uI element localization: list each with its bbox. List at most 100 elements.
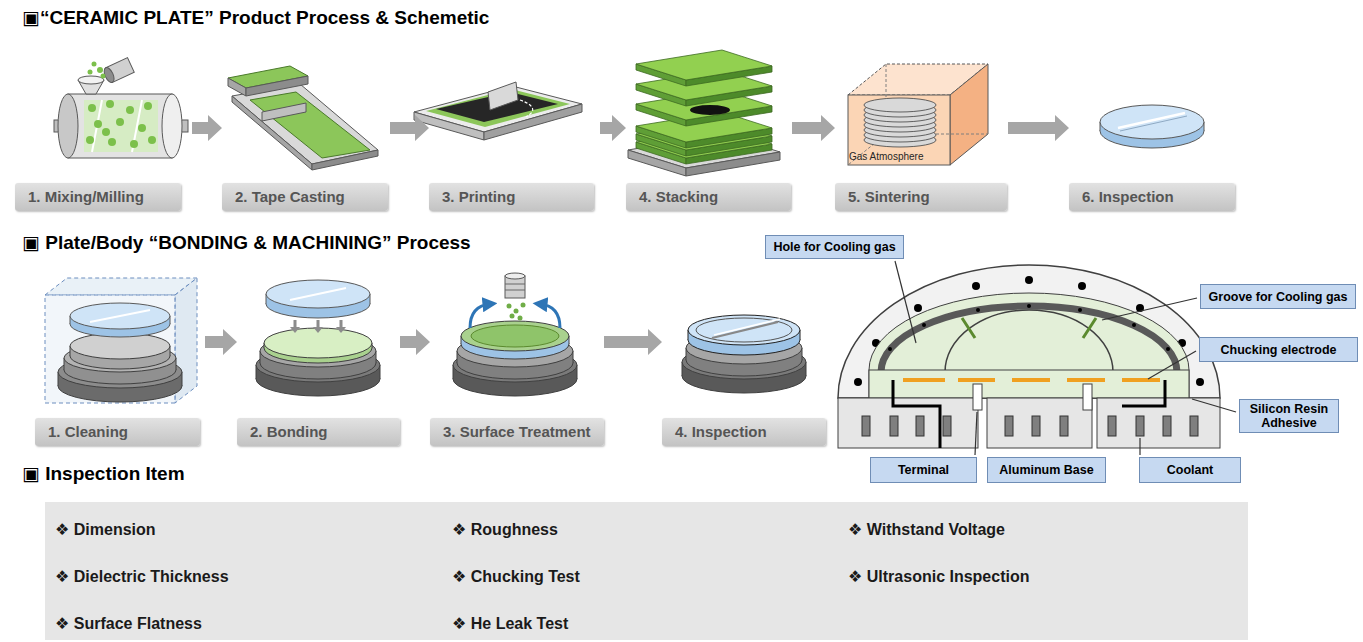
milling-balls (86, 136, 94, 144)
ball-mill (92, 100, 142, 152)
sintering-furnace (848, 64, 988, 165)
step-label-bar: 5. Sintering (835, 183, 1007, 211)
powder-can (102, 58, 134, 84)
spray-can (505, 273, 525, 279)
spray-dots (514, 309, 519, 314)
leader-lines (1192, 399, 1236, 412)
callout-label: Terminal (898, 463, 949, 477)
step-label: 5. Sintering (848, 183, 930, 211)
callout-label: Aluminum Base (999, 463, 1093, 477)
cleaning-tank (45, 278, 197, 295)
sintering-furnace (950, 64, 988, 165)
step-label: 1. Cleaning (48, 418, 128, 446)
plate-stack (864, 98, 936, 147)
gas-holes (922, 323, 926, 327)
via-hole (690, 105, 730, 115)
plate-stack (864, 98, 936, 112)
step-label: 2. Tape Casting (235, 183, 345, 211)
tape-caster (228, 66, 378, 170)
milling-balls (116, 118, 124, 126)
step-label: 1. Mixing/Milling (28, 183, 144, 211)
gas-holes (888, 304, 1170, 351)
base-stack (264, 328, 372, 358)
coolant-channels (1032, 416, 1040, 436)
step-label-bar: 3. Surface Treatment (430, 418, 604, 446)
electrode-layer (869, 370, 1189, 398)
green-sheet (636, 50, 772, 86)
callout-label: Chucking electrode (1221, 343, 1337, 357)
housing-bolts (1025, 276, 1033, 284)
chuck-housing (838, 265, 1220, 398)
powder-dots (88, 70, 93, 75)
process-arrow (792, 115, 835, 141)
spray-dots (510, 314, 515, 319)
through-holes (1083, 384, 1092, 410)
tape-caster (250, 92, 370, 158)
spray-can (505, 273, 525, 298)
process-step: 5. Sintering (835, 56, 1008, 211)
ceramic-dome (869, 293, 1189, 398)
process-step: 2. Bonding (237, 270, 400, 446)
milling-balls (88, 104, 96, 112)
press-arrows (290, 327, 300, 333)
milling-balls (148, 136, 156, 144)
tape-caster (228, 78, 246, 96)
milling-balls (138, 124, 146, 132)
ceramic-plate (70, 303, 170, 337)
treatment-arrows (470, 304, 490, 328)
sintering-furnace (848, 95, 950, 165)
spray-dots (521, 303, 526, 308)
step-label-bar: 3. Printing (429, 183, 594, 211)
process-step: 4. Inspection (662, 270, 826, 446)
section-heading-holder: ▣ Inspection Item (22, 462, 185, 485)
finished-chuck (688, 315, 800, 345)
process-step: 3. Printing (429, 56, 600, 211)
gas-holes (1027, 304, 1031, 308)
screen-printer (488, 82, 518, 110)
furnace-label: Gas Atmosphere (849, 151, 923, 162)
finished-chuck (688, 315, 800, 355)
electrode-layer (869, 370, 1189, 398)
milling-balls (94, 120, 102, 128)
ball-mill (54, 94, 188, 158)
ceramic-plate (90, 310, 150, 322)
process-step: 1. Mixing/Milling (15, 56, 192, 211)
step-label-bar: 4. Inspection (662, 418, 826, 446)
housing-bolts (914, 304, 922, 312)
callout-box: Groove for Cooling gas (1200, 284, 1356, 309)
sintering-furnace (848, 64, 988, 165)
ball-mill (84, 100, 158, 152)
tape-caster (262, 103, 306, 121)
chuck-housing (838, 265, 1220, 398)
callout-box: Chucking electrode (1199, 337, 1358, 362)
feed-hopper (78, 76, 104, 94)
ceramic-plate (70, 303, 170, 329)
screen-printer (520, 100, 533, 117)
base-stack (453, 321, 577, 396)
process-arrow (604, 329, 662, 355)
inspection-item: ❖ Withstand Voltage (848, 519, 1248, 541)
gas-holes (888, 347, 892, 351)
inspection-item: ❖ He Leak Test (452, 613, 848, 635)
powder-dots (97, 67, 103, 73)
leader-lines (975, 412, 977, 455)
step-label-bar: 2. Tape Casting (222, 183, 388, 211)
step-label-bar: 6. Inspection (1069, 183, 1235, 211)
milling-balls (126, 106, 134, 114)
press-arrows (336, 327, 346, 333)
ceramic-plate (1100, 105, 1204, 139)
coolant-channels (1190, 416, 1198, 436)
step-label-bar: 4. Stacking (626, 183, 791, 211)
powder-dots (101, 74, 106, 79)
spray-dots (518, 316, 523, 321)
ceramic-dome (881, 306, 1177, 372)
coolant-channels (862, 416, 870, 436)
ceramic-plate (1100, 105, 1204, 148)
powder-dots (92, 62, 97, 67)
step-label-bar: 1. Cleaning (35, 418, 200, 446)
tape-caster (232, 84, 378, 164)
step-label-bar: 1. Mixing/Milling (15, 183, 181, 211)
inspection-item: ❖ Roughness (452, 519, 848, 541)
leader-lines (1139, 438, 1140, 455)
process-step: 4. Stacking (626, 46, 792, 211)
